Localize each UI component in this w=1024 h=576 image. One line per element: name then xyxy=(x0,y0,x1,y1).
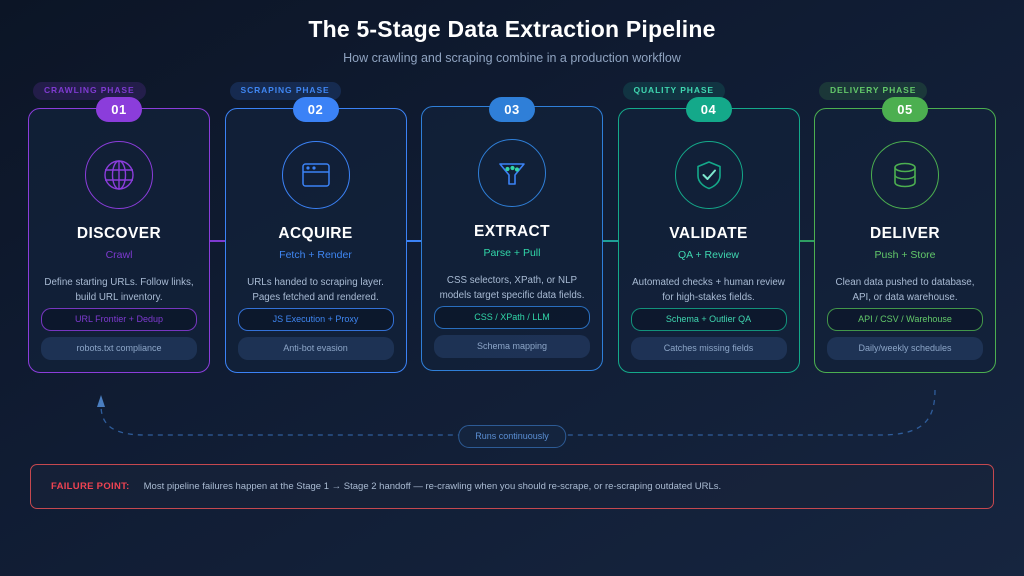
stage-card-body-02[interactable]: ACQUIRE Fetch + Render URLs handed to sc… xyxy=(224,108,407,373)
phase-badge-crawling: CRAWLING PHASE xyxy=(33,82,146,100)
stage-card-03[interactable]: 03 EXTRACT Parse + Pull CSS selectors, X… xyxy=(421,80,603,371)
failure-point-label: FAILURE POINT: xyxy=(51,481,130,492)
stage-title-03: EXTRACT xyxy=(474,223,550,240)
stage-number-02: 02 xyxy=(292,97,339,122)
chip-primary-04[interactable]: Schema + Outlier QA xyxy=(630,308,787,332)
chip-secondary-01[interactable]: robots.txt compliance xyxy=(41,337,197,360)
stage-description-02: URLs handed to scraping layer. Pages fet… xyxy=(247,277,384,304)
stage-card-04[interactable]: QUALITY PHASE 04 VALIDATE QA + Review Au… xyxy=(617,80,800,373)
chip-primary-03[interactable]: CSS / XPath / LLM xyxy=(434,306,590,330)
stage-subtitle-03: Parse + Pull xyxy=(483,247,541,259)
stage-number-01: 01 xyxy=(96,97,142,122)
stage-card-02[interactable]: SCRAPING PHASE 02 ACQUIRE Fetch + Render… xyxy=(224,80,407,373)
phase-badge-scraping: SCRAPING PHASE xyxy=(229,82,341,100)
chip-primary-02[interactable]: JS Execution + Proxy xyxy=(237,308,394,332)
page-title: The 5-Stage Data Extraction Pipeline xyxy=(308,16,716,42)
stage-number-04: 04 xyxy=(685,97,732,122)
chip-primary-05[interactable]: API / CSV / Warehouse xyxy=(827,308,983,332)
globe-icon xyxy=(85,141,153,209)
stage-card-01[interactable]: CRAWLING PHASE 01 DISCOVER Crawl Define … xyxy=(28,80,210,373)
shield-check-icon xyxy=(674,141,743,209)
stage-subtitle-05: Push + Store xyxy=(874,249,936,261)
stage-card-body-04[interactable]: VALIDATE QA + Review Automated checks + … xyxy=(617,108,800,373)
stage-description-01: Define starting URLs. Follow links, buil… xyxy=(44,277,194,304)
failure-point-text: Most pipeline failures happen at the Sta… xyxy=(143,481,722,492)
stage-title-01: DISCOVER xyxy=(76,225,162,242)
stage-subtitle-01: Crawl xyxy=(105,249,133,261)
stage-chips-02: JS Execution + Proxy Anti-bot evasion xyxy=(237,302,394,360)
connector-03-04 xyxy=(602,80,619,380)
pipeline-row: CRAWLING PHASE 01 DISCOVER Crawl Define … xyxy=(28,80,996,380)
failure-point-banner: FAILURE POINT: Most pipeline failures ha… xyxy=(30,464,994,509)
stage-card-body-01[interactable]: DISCOVER Crawl Define starting URLs. Fol… xyxy=(28,108,210,373)
stage-card-body-03[interactable]: EXTRACT Parse + Pull CSS selectors, XPat… xyxy=(421,106,603,371)
stage-chips-03: CSS / XPath / LLM Schema mapping xyxy=(434,300,590,358)
feedback-loop-arrow xyxy=(97,389,936,436)
stage-chips-01: URL Frontier + Dedup robots.txt complian… xyxy=(41,302,197,360)
stage-subtitle-02: Fetch + Render xyxy=(279,249,352,261)
stage-chips-04: Schema + Outlier QA Catches missing fiel… xyxy=(630,302,787,360)
stage-description-04: Automated checks + human review for high… xyxy=(632,277,785,304)
stage-title-02: ACQUIRE xyxy=(278,225,353,242)
stage-chips-05: API / CSV / Warehouse Daily/weekly sched… xyxy=(827,302,983,360)
stage-card-body-05[interactable]: DELIVER Push + Store Clean data pushed t… xyxy=(814,108,996,373)
page-subtitle: How crawling and scraping combine in a p… xyxy=(343,51,681,65)
phase-badge-delivery: DELIVERY PHASE xyxy=(819,82,928,100)
phase-badge-quality: QUALITY PHASE xyxy=(622,82,725,100)
chip-primary-01[interactable]: URL Frontier + Dedup xyxy=(41,308,197,332)
page-header: The 5-Stage Data Extraction Pipeline How… xyxy=(0,0,1024,65)
stage-title-04: VALIDATE xyxy=(669,225,748,242)
chip-secondary-05[interactable]: Daily/weekly schedules xyxy=(827,337,983,360)
stage-description-05: Clean data pushed to database, API, or d… xyxy=(835,277,975,304)
funnel-icon xyxy=(478,139,546,207)
stage-title-05: DELIVER xyxy=(870,225,940,242)
connector-04-05 xyxy=(798,80,815,380)
stage-subtitle-04: QA + Review xyxy=(678,249,739,261)
stage-description-03: CSS selectors, XPath, or NLP models targ… xyxy=(439,275,585,302)
chip-secondary-03[interactable]: Schema mapping xyxy=(434,335,590,358)
stage-number-03: 03 xyxy=(489,97,535,122)
stage-card-05[interactable]: DELIVERY PHASE 05 DELIVER Push + Store C… xyxy=(814,80,996,373)
connector-02-03 xyxy=(405,80,422,380)
database-icon xyxy=(871,141,939,209)
loop-label: Runs continuously xyxy=(458,425,566,448)
chip-secondary-02[interactable]: Anti-bot evasion xyxy=(237,337,394,360)
connector-01-02 xyxy=(209,80,226,380)
chip-secondary-04[interactable]: Catches missing fields xyxy=(630,337,787,360)
stage-number-05: 05 xyxy=(882,97,928,122)
browser-window-icon xyxy=(281,141,350,209)
